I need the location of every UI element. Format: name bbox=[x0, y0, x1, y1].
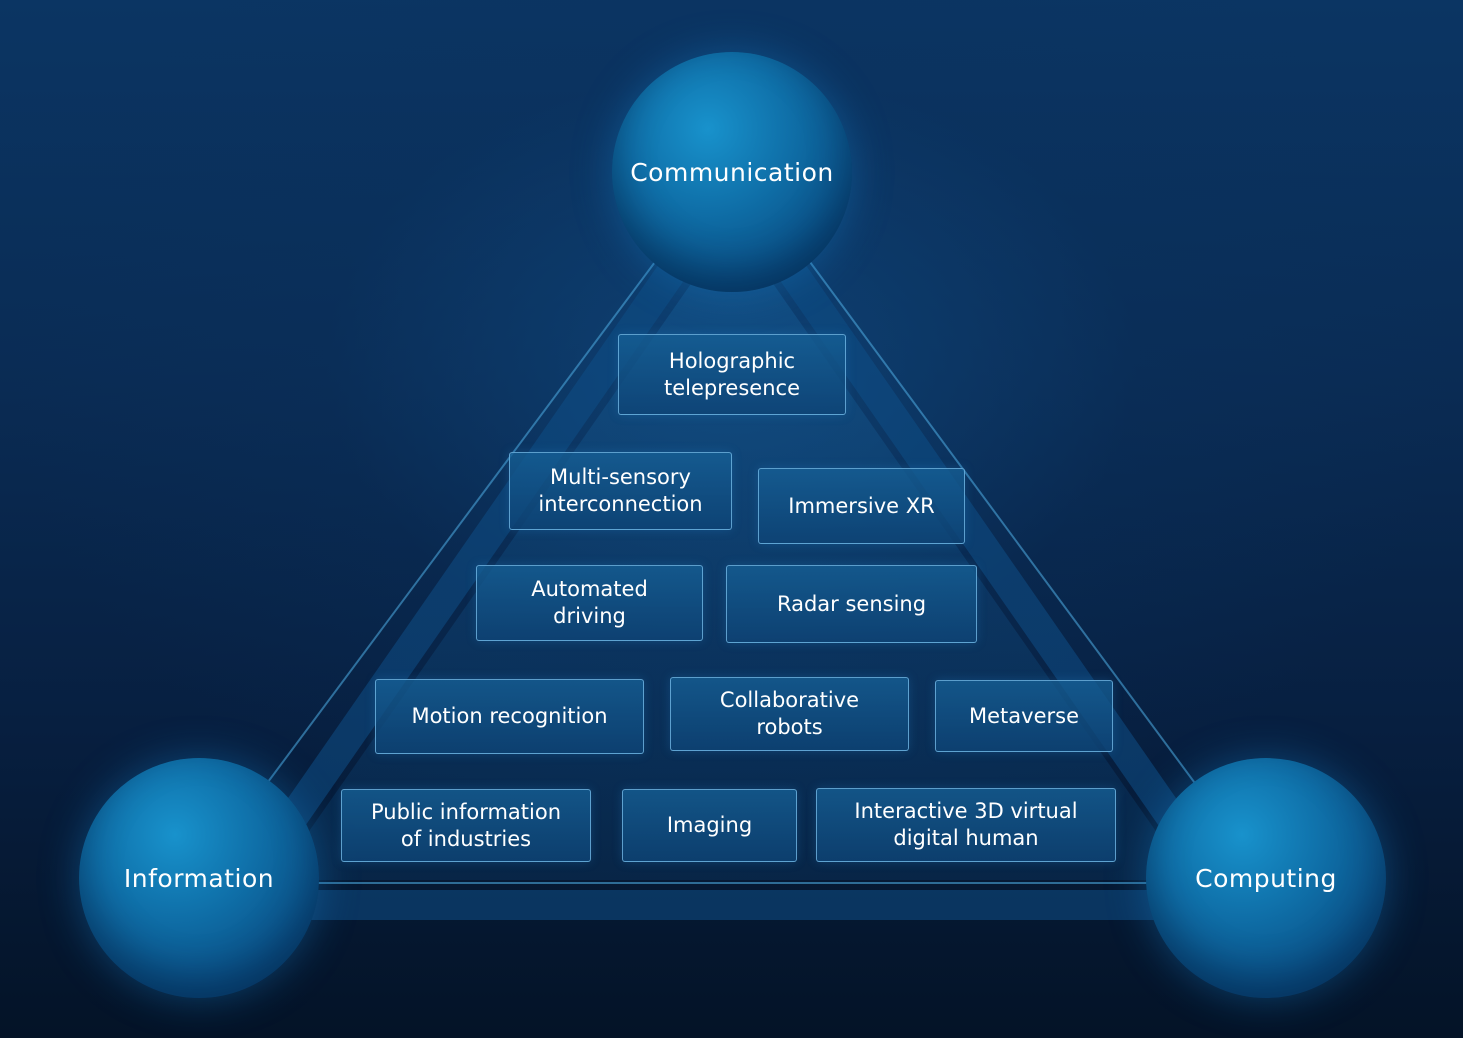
app-box: Interactive 3D virtual digital human bbox=[816, 788, 1116, 862]
triangle-outer-band bbox=[217, 170, 1247, 920]
node-communication-label: Communication bbox=[630, 157, 834, 187]
app-box: Public information of industries bbox=[341, 789, 591, 862]
node-computing: Computing bbox=[1146, 758, 1386, 998]
app-box: Multi-sensory interconnection bbox=[509, 452, 732, 530]
triangle-edge-right bbox=[809, 261, 1201, 791]
node-information: Information bbox=[79, 758, 319, 998]
app-box: Imaging bbox=[622, 789, 797, 862]
app-box: Holographic telepresence bbox=[618, 334, 846, 415]
node-information-label: Information bbox=[123, 863, 275, 893]
triangle-inner-face bbox=[275, 225, 1190, 880]
triangle-edge-left bbox=[261, 261, 656, 791]
app-box: Collaborative robots bbox=[670, 677, 909, 751]
app-box: Metaverse bbox=[935, 680, 1113, 752]
app-box: Motion recognition bbox=[375, 679, 644, 754]
node-computing-label: Computing bbox=[1195, 863, 1337, 893]
node-communication: Communication bbox=[612, 52, 852, 292]
app-box: Automated driving bbox=[476, 565, 703, 641]
app-box: Immersive XR bbox=[758, 468, 965, 544]
app-box: Radar sensing bbox=[726, 565, 977, 643]
